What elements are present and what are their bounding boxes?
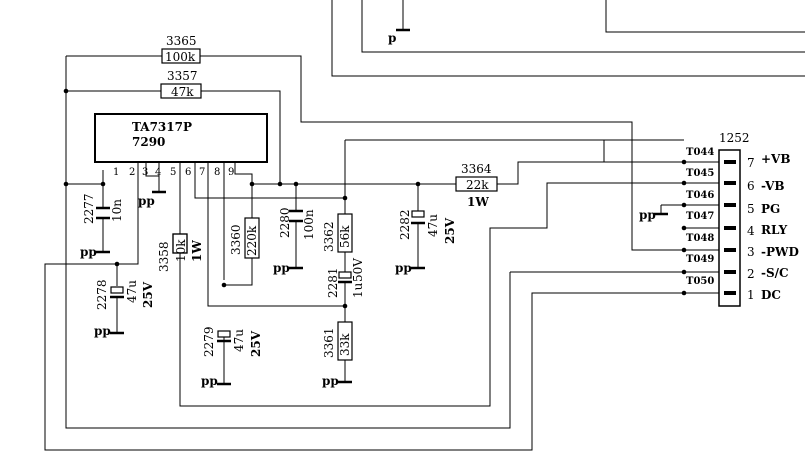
resistor-3358-ref: 3358 xyxy=(157,241,171,272)
resistor-3361-ref: 3361 xyxy=(322,327,336,358)
resistor-3364-ref: 3364 xyxy=(461,162,492,176)
testpoint-t048: T048 xyxy=(686,233,714,244)
capacitor-2277-ref: 2277 xyxy=(82,193,96,224)
connector-ref: 1252 xyxy=(719,131,750,145)
testpoint-t050: T050 xyxy=(686,276,714,287)
connector-pin-1-num: 1 xyxy=(747,288,755,302)
capacitor-2278-value: 47u xyxy=(125,280,139,303)
connector-pin-1-signal: DC xyxy=(761,288,781,302)
resistor-3361-value: 33k xyxy=(338,333,352,356)
ic-pin-2: 2 xyxy=(129,167,135,178)
capacitor-2282-value: 47u xyxy=(426,214,440,237)
ground-label-2278: pp xyxy=(94,324,111,338)
connector-pin-7-num: 7 xyxy=(747,156,755,170)
resistor-3364: 22k 3364 1W xyxy=(455,162,498,209)
capacitor-2282 xyxy=(411,210,425,225)
ic-pin-1: 1 xyxy=(113,167,119,178)
ic-pin-6: 6 xyxy=(185,167,191,178)
capacitor-2277 xyxy=(96,206,110,220)
connector-pin-6-num: 6 xyxy=(747,179,755,193)
resistor-3365-ref: 3365 xyxy=(166,34,197,48)
capacitor-2279-ref: 2279 xyxy=(202,326,216,357)
capacitor-2281-rating: 50V xyxy=(351,258,365,282)
resistor-3364-rating: 1W xyxy=(467,195,489,209)
connector-pin-5-signal: PG xyxy=(761,202,780,216)
capacitor-2277-value: 10n xyxy=(110,199,124,222)
connector-pin-2-signal: -S/C xyxy=(761,266,789,280)
capacitor-2281-value: 1u xyxy=(351,282,365,298)
ic-ta7317p: TA7317P 7290 xyxy=(94,113,268,163)
connector-pin-3-num: 3 xyxy=(747,245,755,259)
capacitor-2279-value: 47u xyxy=(232,329,246,352)
ic-pin-8: 8 xyxy=(214,167,220,178)
capacitor-2280 xyxy=(289,209,303,223)
testpoint-t045: T045 xyxy=(686,168,714,179)
resistor-3360-ref: 3360 xyxy=(229,224,243,255)
connector-pins xyxy=(724,160,736,295)
connector-pin-4-signal: RLY xyxy=(761,223,788,237)
resistor-3364-value: 22k xyxy=(466,178,489,192)
resistor-3360: 220k 3360 xyxy=(229,217,260,259)
ic-pin-3: 3 xyxy=(142,167,148,178)
resistor-3360-value: 220k xyxy=(245,225,259,256)
capacitor-2281 xyxy=(338,271,352,284)
connector-labels: 7 +VB T044 6 -VB T045 5 PG T046 4 RLY T0… xyxy=(686,147,799,302)
resistor-3365: 100k 3365 xyxy=(161,34,201,64)
ground-label-2279: pp xyxy=(201,374,218,388)
resistor-3357-ref: 3357 xyxy=(167,69,198,83)
ic-pin-9: 9 xyxy=(228,167,234,178)
capacitor-2278-rating: 25V xyxy=(141,281,155,308)
connector-1252: 1252 xyxy=(718,131,750,307)
ic-pin-5: 5 xyxy=(170,167,176,178)
connector-pin-5-num: 5 xyxy=(747,202,755,216)
ic-pin-numbers: 1 2 3 4 5 6 7 8 9 xyxy=(113,167,234,178)
capacitor-2282-ref: 2282 xyxy=(398,209,412,240)
resistor-3362-ref: 3362 xyxy=(322,221,336,252)
wires xyxy=(44,0,805,451)
junctions xyxy=(63,88,687,309)
ic-ref: 7290 xyxy=(132,135,165,149)
ground-label-connector: pp xyxy=(639,208,656,222)
resistor-3358-value: 10k xyxy=(174,239,188,262)
ic-pin-4: 4 xyxy=(155,167,161,178)
testpoint-t049: T049 xyxy=(686,254,714,265)
connector-pin-6-signal: -VB xyxy=(761,179,785,193)
capacitor-2279-rating: 25V xyxy=(249,330,263,357)
connector-pin-3-signal: -PWD xyxy=(761,245,799,259)
capacitor-2279 xyxy=(217,330,231,343)
capacitor-2282-rating: 25V xyxy=(443,217,457,244)
testpoint-t047: T047 xyxy=(686,211,714,222)
resistor-3361: 33k 3361 xyxy=(322,321,353,361)
resistor-3358-rating: 1W xyxy=(190,240,204,262)
resistor-3362-value: 56k xyxy=(338,225,352,248)
ground-label-pin3: pp xyxy=(138,194,155,208)
capacitor-2278 xyxy=(110,286,124,299)
capacitor-2280-ref: 2280 xyxy=(278,207,292,238)
resistor-3362: 56k 3362 xyxy=(322,213,353,253)
ic-name: TA7317P xyxy=(132,120,192,134)
testpoint-t044: T044 xyxy=(686,147,714,158)
connector-pin-2-num: 2 xyxy=(747,267,755,281)
top-p-label: p xyxy=(388,31,396,45)
ground-label-3361: pp xyxy=(322,374,339,388)
connector-pin-4-num: 4 xyxy=(747,224,755,238)
ground-label-2277: pp xyxy=(80,245,97,259)
ground-label-2282: pp xyxy=(395,261,412,275)
connector-pin-7-signal: +VB xyxy=(761,152,791,166)
ground-label-2280: pp xyxy=(273,261,290,275)
ground-labels: pp pp pp pp pp pp pp pp p xyxy=(80,31,656,388)
ground-bars xyxy=(96,28,668,386)
resistor-3357-value: 47k xyxy=(171,85,194,99)
ic-pin-7: 7 xyxy=(199,167,205,178)
resistor-3357: 47k 3357 xyxy=(160,69,202,99)
testpoint-t046: T046 xyxy=(686,190,714,201)
capacitor-2280-value: 100n xyxy=(302,209,316,240)
resistor-3358: 10k 3358 1W xyxy=(157,233,204,272)
capacitor-2281-ref: 2281 xyxy=(326,267,340,298)
resistor-3365-value: 100k xyxy=(165,50,196,64)
capacitor-2278-ref: 2278 xyxy=(95,279,109,310)
